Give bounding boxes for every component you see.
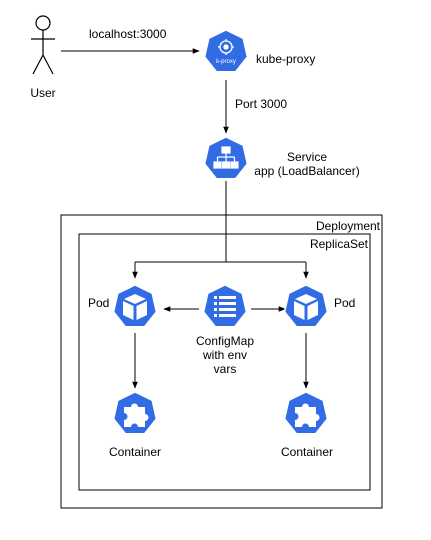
- pod-right-label: Pod: [334, 296, 356, 310]
- configmap-label-line3: vars: [213, 362, 237, 376]
- service-label-line1: Service: [286, 150, 327, 164]
- user-label: User: [30, 86, 56, 100]
- service-label-line2: app (LoadBalancer): [254, 164, 360, 178]
- kube-proxy-icon-text: k-proxy: [216, 59, 236, 65]
- configmap-label-line1: ConfigMap: [195, 334, 255, 348]
- edge-proxy-service-label: Port 3000: [235, 97, 288, 111]
- deployment-frame: [60, 214, 383, 509]
- container-left-icon: [112, 391, 158, 435]
- deployment-label: Deployment: [315, 219, 380, 233]
- container-left-label: Container: [108, 445, 162, 459]
- user-icon: [31, 15, 55, 75]
- service-icon: [203, 136, 249, 180]
- container-right-label: Container: [280, 445, 334, 459]
- kube-proxy-label: kube-proxy: [256, 52, 316, 66]
- pod-left-icon: [112, 284, 158, 328]
- pod-right-icon: [283, 284, 329, 328]
- container-right-icon: [283, 391, 329, 435]
- replicaset-label: ReplicaSet: [309, 237, 368, 251]
- kube-proxy-icon: k-proxy: [203, 29, 249, 73]
- edge-user-proxy-label: localhost:3000: [89, 27, 167, 41]
- configmap-label-line2: with env: [202, 348, 248, 362]
- configmap-icon: [202, 284, 248, 328]
- pod-left-label: Pod: [88, 296, 110, 310]
- replicaset-frame: [78, 233, 371, 491]
